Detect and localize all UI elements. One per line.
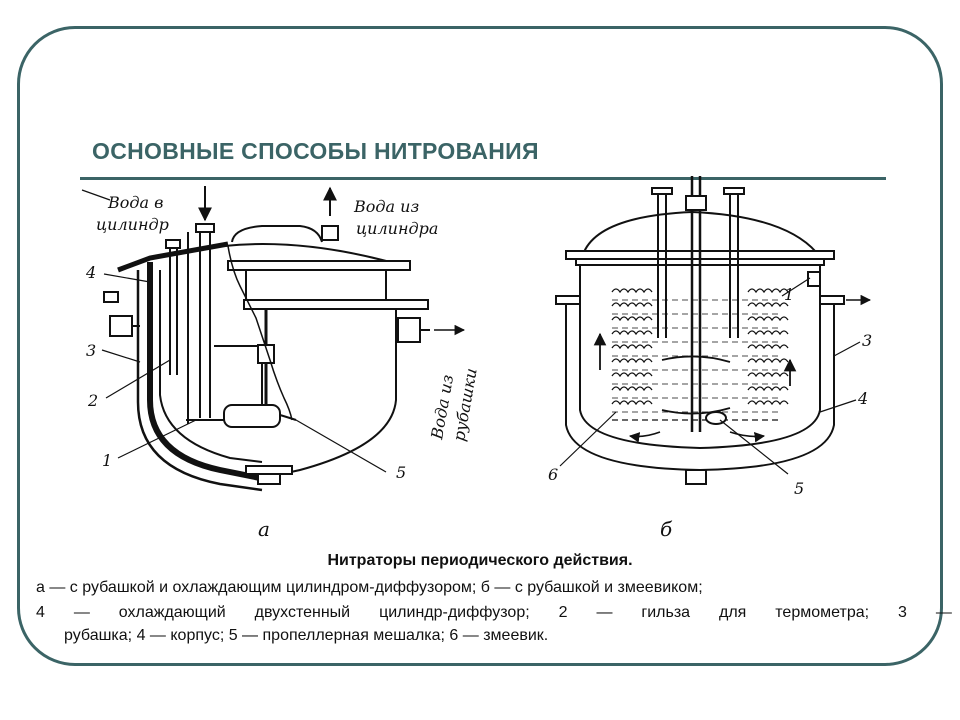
caption-line-2-word: 4 bbox=[36, 604, 45, 621]
caption-line-3: рубашка; 4 — корпус; 5 — пропеллерная ме… bbox=[64, 627, 549, 644]
callout-a-3: 3 bbox=[86, 341, 96, 360]
caption-line-2-word: охлаждающий bbox=[118, 604, 226, 621]
caption-line-2-word: 2 bbox=[558, 604, 568, 621]
caption-line-2: 4 — охлаждающий двухстенный цилиндр-дифф… bbox=[36, 604, 952, 622]
caption-line-2-word: цилиндр-диффузор; bbox=[379, 604, 530, 621]
callout-a-2: 2 bbox=[87, 391, 98, 410]
caption-line-2-word: для bbox=[719, 604, 747, 621]
caption-line-2-word: — bbox=[935, 604, 952, 621]
caption-line-2-word: термометра; bbox=[775, 604, 870, 621]
title-underline bbox=[80, 177, 886, 180]
callout-a-1: 1 bbox=[102, 451, 112, 470]
slide-title: ОСНОВНЫЕ СПОСОБЫ НИТРОВАНИЯ bbox=[92, 138, 539, 164]
caption-title: Нитраторы периодического действия. bbox=[327, 552, 633, 569]
nitrator-b-labels: 1 3 4 6 5 б bbox=[548, 285, 872, 541]
slide-frame bbox=[17, 26, 943, 666]
caption-line-1: а — с рубашкой и охлаждающим цилиндром-д… bbox=[36, 579, 703, 596]
nitrator-a bbox=[81, 186, 466, 492]
label-water-out-2: цилиндра bbox=[356, 219, 438, 238]
nitrator-b bbox=[555, 176, 872, 485]
caption-line-2-word: 3 bbox=[898, 604, 907, 621]
label-water-in-2: цилиндр bbox=[96, 215, 169, 234]
coil-rows bbox=[611, 288, 789, 421]
callout-b-1: 1 bbox=[784, 285, 794, 304]
label-water-out-1: Вода из bbox=[353, 197, 419, 216]
caption-line-2-word: — bbox=[73, 604, 90, 621]
callout-b-6: 6 bbox=[548, 465, 558, 484]
callout-b-4: 4 bbox=[857, 389, 868, 408]
caption-line-2-word: двухстенный bbox=[254, 604, 351, 621]
figure-letter-b: б bbox=[660, 517, 673, 541]
callout-b-3: 3 bbox=[862, 331, 872, 350]
callout-a-4: 4 bbox=[85, 263, 96, 282]
callout-b-5: 5 bbox=[794, 479, 804, 498]
callout-a-5: 5 bbox=[396, 463, 406, 482]
figure-letter-a: а bbox=[258, 517, 270, 541]
caption-line-2-word: — bbox=[596, 604, 613, 621]
caption-line-2-word: гильза bbox=[641, 604, 691, 621]
label-water-in-1: Вода в bbox=[107, 193, 163, 212]
